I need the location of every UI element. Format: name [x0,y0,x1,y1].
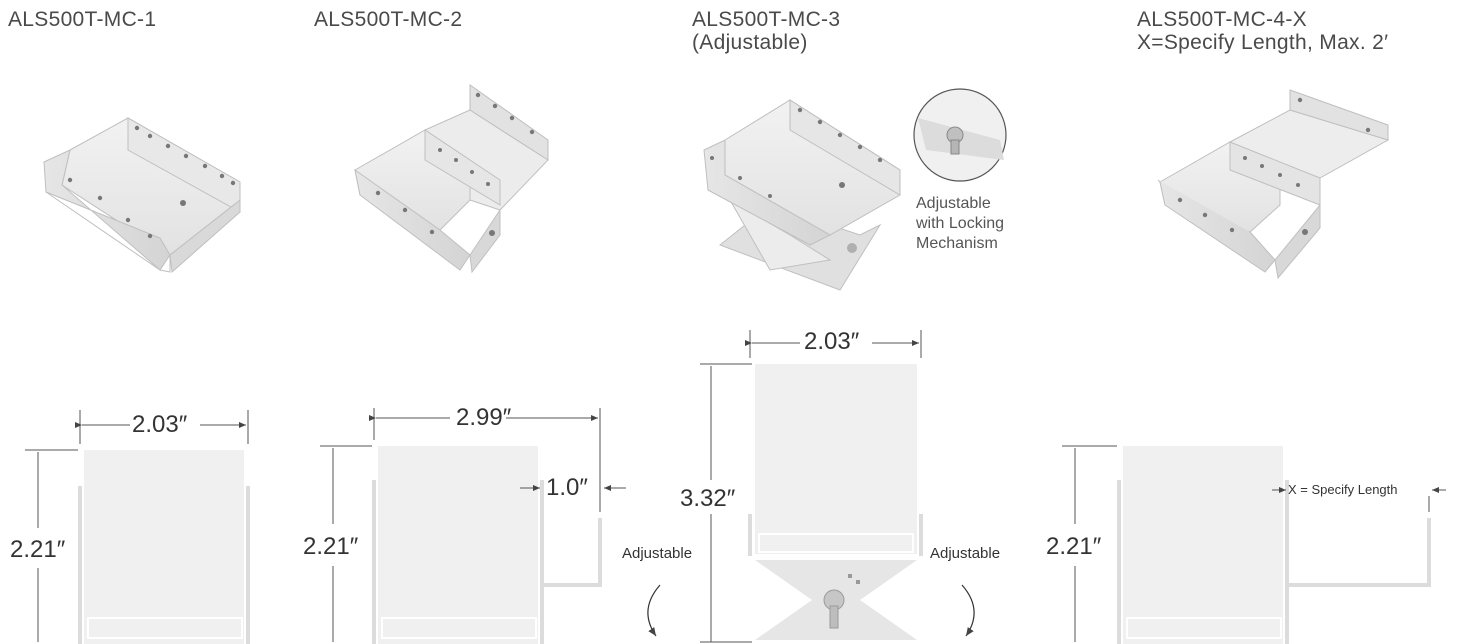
mc3-right-adjustable-label: Adjustable [930,545,1001,562]
mc3-left-adjustable-label: Adjustable [622,545,693,562]
elevation-mc2 [320,408,626,644]
elevation-mc3 [647,330,975,643]
mc4-offset-label: X = Specify Length [1288,482,1398,497]
mc3-height-label: 3.32″ [680,485,736,512]
elevation-mc1 [25,410,250,644]
render-mc4 [1157,89,1390,280]
product-subtitle-mc3: (Adjustable) [692,31,808,54]
callout-line1: Adjustable [916,195,991,212]
callout-line2: with Locking [916,215,1005,232]
render-mc3 [703,99,901,291]
locking-mechanism-detail [913,88,1007,182]
mc4-height-label: 2.21″ [1046,533,1102,560]
mc3-width-label: 2.03″ [804,328,860,355]
mc1-height-label: 2.21″ [10,536,66,563]
product-title-mc2: ALS500T-MC-2 [314,8,463,31]
mc2-width-label: 2.99″ [456,404,512,431]
render-mc2 [354,84,549,274]
mc2-height-label: 2.21″ [303,533,359,560]
callout-line3: Mechanism [916,235,998,252]
product-title-mc4: ALS500T-MC-4-X [1137,8,1307,31]
product-title-mc3: ALS500T-MC-3 [692,8,841,31]
product-title-mc1: ALS500T-MC-1 [8,8,157,31]
mc2-offset-label: 1.0″ [546,474,588,501]
render-mc1 [43,117,241,274]
product-subtitle-mc4: X=Specify Length, Max. 2′ [1137,31,1389,54]
elevation-mc4 [1062,445,1446,644]
mc1-width-label: 2.03″ [132,411,188,438]
